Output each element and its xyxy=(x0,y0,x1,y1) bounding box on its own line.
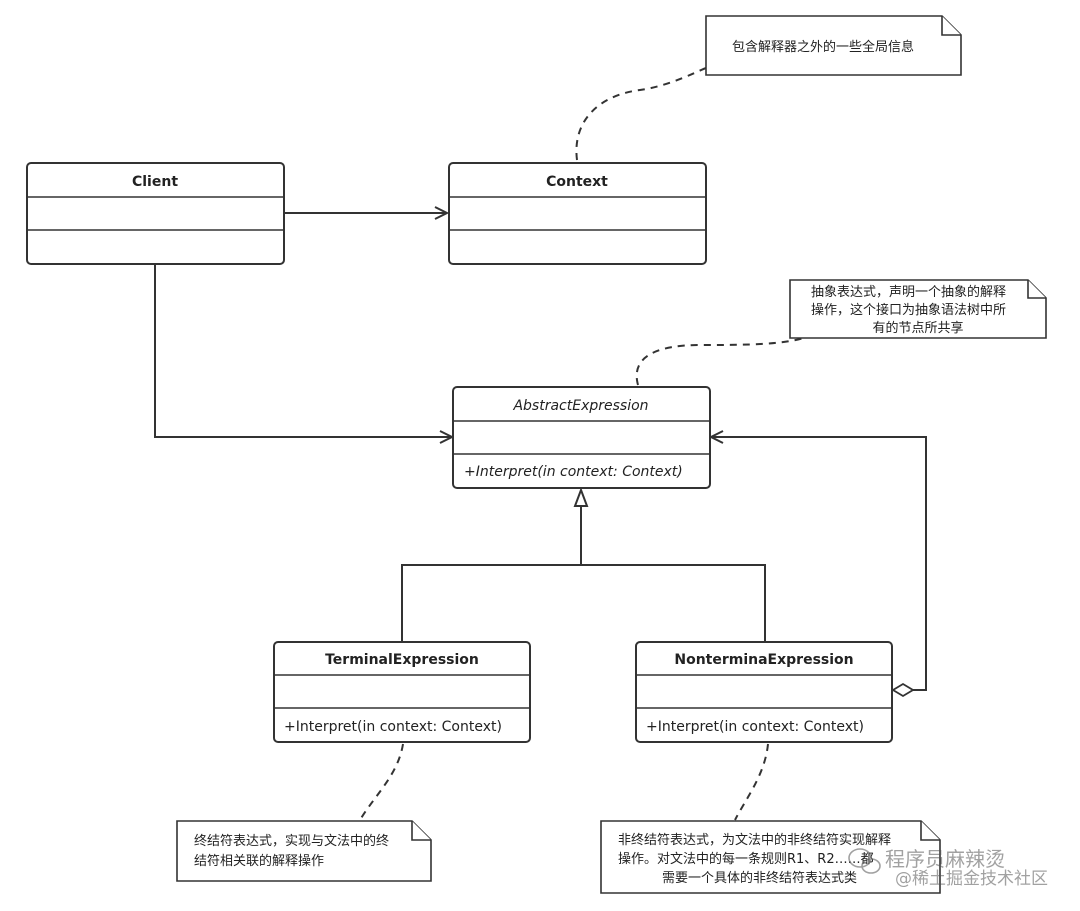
class-terminal-expression[interactable]: TerminalExpression +Interpret(in context… xyxy=(273,641,531,743)
class-nonterminal-expression-name: NonterminaExpression xyxy=(674,652,853,668)
wechat-icon xyxy=(848,848,881,874)
aggregation-association xyxy=(711,437,927,691)
class-abstract-expression-operation: +Interpret(in context: Context) xyxy=(464,464,683,480)
note-abstract-line-3: 有的节点所共享 xyxy=(872,320,963,336)
class-abstract-expression[interactable]: AbstractExpression +Interpret(in context… xyxy=(452,386,711,489)
abstract-note-link xyxy=(635,334,813,386)
class-abstract-expression-name: AbstractExpression xyxy=(512,398,648,414)
note-nonterminal-line-1: 非终结符表达式，为文法中的非终结符实现解释 xyxy=(618,832,891,848)
note-nonterminal-expression[interactable]: 非终结符表达式，为文法中的非终结符实现解释 操作。对文法中的每一条规则R1、R2… xyxy=(600,820,941,894)
class-terminal-expression-operation: +Interpret(in context: Context) xyxy=(284,719,502,735)
client-abstractexpression-association xyxy=(154,265,452,437)
inheritance-triangle-icon xyxy=(573,487,589,507)
class-context-name: Context xyxy=(546,174,608,190)
class-nonterminal-expression[interactable]: NonterminaExpression +Interpret(in conte… xyxy=(635,641,893,743)
note-abstract-expression[interactable]: 抽象表达式，声明一个抽象的解释 操作，这个接口为抽象语法树中所 有的节点所共享 xyxy=(789,279,1047,339)
watermark-line-1: 程序员麻辣烫 xyxy=(885,847,1005,871)
note-terminal-expression[interactable]: 终结符表达式，实现与文法中的终 结符相关联的解释操作 xyxy=(176,820,432,882)
watermark: 程序员麻辣烫 @稀土掘金技术社区 xyxy=(848,847,1048,889)
generalization-tree xyxy=(401,487,766,642)
note-terminal-line-2: 结符相关联的解释操作 xyxy=(194,853,324,869)
class-nonterminal-expression-operation: +Interpret(in context: Context) xyxy=(646,719,864,735)
watermark-line-2: @稀土掘金技术社区 xyxy=(895,869,1048,889)
note-abstract-line-2: 操作，这个接口为抽象语法树中所 xyxy=(811,302,1006,318)
aggregation-diamond-icon xyxy=(891,682,915,698)
note-abstract-line-1: 抽象表达式，声明一个抽象的解释 xyxy=(811,284,1006,300)
class-context[interactable]: Context xyxy=(448,162,707,265)
context-note-link xyxy=(575,67,707,161)
terminal-note-link xyxy=(359,743,404,821)
note-terminal-line-1: 终结符表达式，实现与文法中的终 xyxy=(194,833,389,849)
class-terminal-expression-name: TerminalExpression xyxy=(325,652,479,668)
class-client[interactable]: Client xyxy=(26,162,285,265)
note-context-line-1: 包含解释器之外的一些全局信息 xyxy=(732,39,914,55)
class-client-name: Client xyxy=(132,174,178,190)
nonterminal-note-link xyxy=(734,743,769,821)
note-nonterminal-line-3: 需要一个具体的非终结符表达式类 xyxy=(662,870,857,886)
note-context[interactable]: 包含解释器之外的一些全局信息 xyxy=(705,15,962,76)
note-nonterminal-line-2: 操作。对文法中的每一条规则R1、R2……都 xyxy=(618,851,874,867)
